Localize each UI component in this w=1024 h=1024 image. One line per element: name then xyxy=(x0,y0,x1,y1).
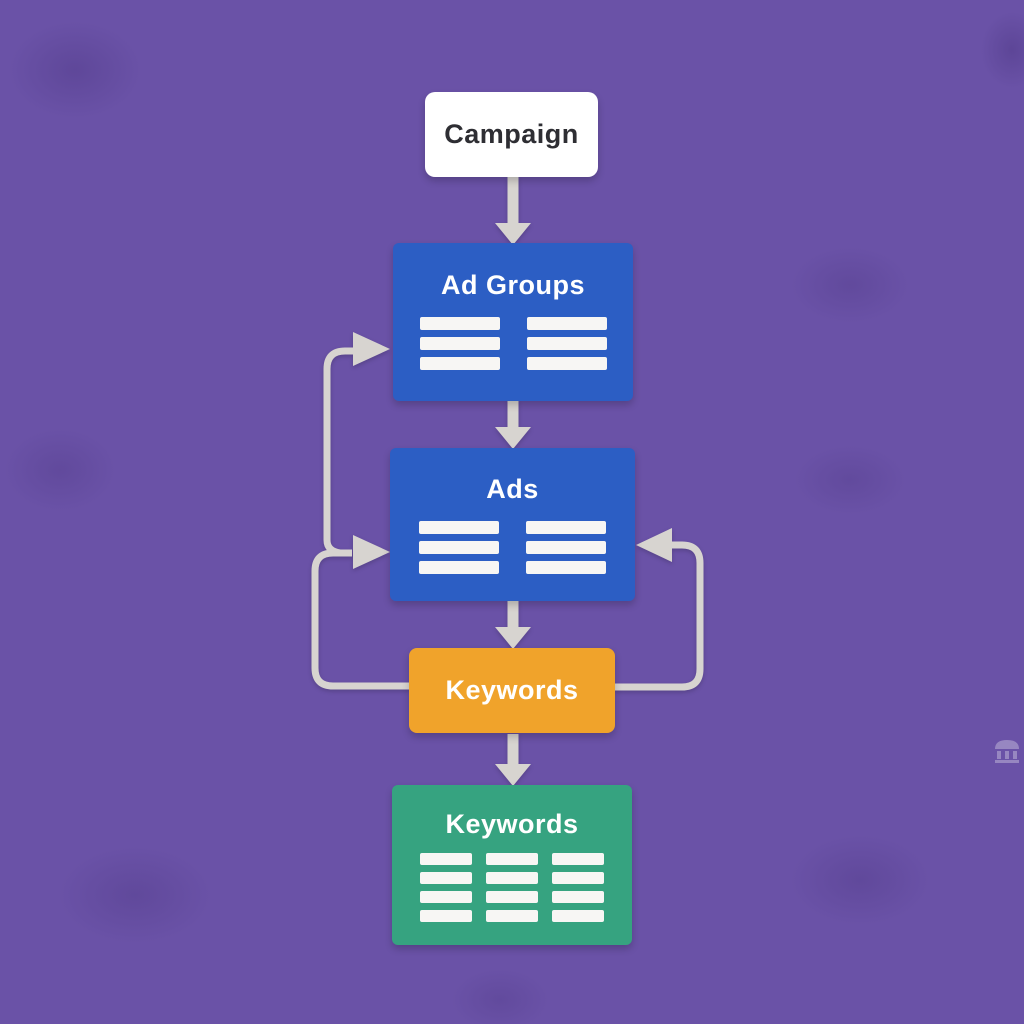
list-column xyxy=(552,853,604,922)
arrow-ads-to-keywords xyxy=(495,601,531,649)
arrow-keywords-to-keywordslist xyxy=(495,734,531,786)
node-ad-groups: Ad Groups xyxy=(393,243,633,401)
list-column xyxy=(486,853,538,922)
node-ads-label: Ads xyxy=(486,474,539,504)
loop-left-keywords-to-ads-line xyxy=(311,549,410,690)
node-campaign-label: Campaign xyxy=(444,119,579,149)
list-lines-icon xyxy=(419,521,606,574)
loop-right-ads-arrowhead xyxy=(636,528,672,562)
loop-right-keywords-to-ads-line xyxy=(614,541,704,691)
loop-left-adgroups-arrowhead xyxy=(353,332,390,366)
node-keywords-list: Keywords xyxy=(392,785,632,945)
node-campaign: Campaign xyxy=(425,92,598,177)
list-lines-icon xyxy=(419,317,607,370)
watermark-icon xyxy=(995,740,1019,763)
node-keywords: Keywords xyxy=(409,648,615,733)
list-column xyxy=(419,521,499,574)
list-column xyxy=(420,853,472,922)
list-column xyxy=(419,317,500,370)
loop-left-ads-arrowhead xyxy=(353,535,390,569)
arrow-campaign-to-adgroups xyxy=(495,177,531,245)
list-lines-icon xyxy=(420,853,604,922)
list-column xyxy=(526,521,606,574)
node-keywords-list-label: Keywords xyxy=(445,809,579,839)
loop-left-keywords-to-adgroups-line xyxy=(323,347,353,557)
node-ads: Ads xyxy=(390,448,635,601)
node-ad-groups-label: Ad Groups xyxy=(441,270,585,300)
list-column xyxy=(526,317,607,370)
node-keywords-label: Keywords xyxy=(445,675,579,705)
arrow-adgroups-to-ads xyxy=(495,400,531,449)
